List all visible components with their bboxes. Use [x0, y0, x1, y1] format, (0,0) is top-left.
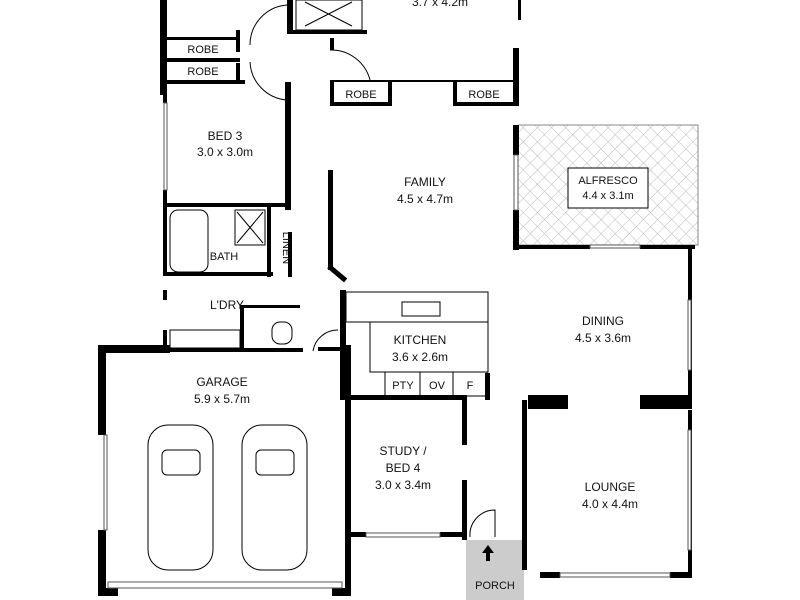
- dining-size: 4.5 x 3.6m: [575, 331, 631, 345]
- bed3-name: BED 3: [208, 129, 243, 143]
- robe-label: ROBE: [468, 89, 499, 101]
- garage-size: 5.9 x 5.7m: [194, 392, 250, 406]
- lounge-name: LOUNGE: [585, 480, 636, 494]
- pantry-label: PTY: [392, 380, 414, 392]
- family-size: 4.5 x 4.7m: [397, 192, 453, 206]
- kitchen-name: KITCHEN: [394, 333, 447, 347]
- robe-label: ROBE: [345, 89, 376, 101]
- bed3-size: 3.0 x 3.0m: [197, 145, 253, 159]
- lounge-size: 4.0 x 4.4m: [582, 497, 638, 511]
- robe-label: ROBE: [187, 66, 218, 78]
- fixtures: [103, 0, 692, 589]
- entry-arrow-icon: [482, 545, 494, 561]
- alfresco-size: 4.4 x 3.1m: [582, 190, 633, 202]
- laundry-label: L'DRY: [210, 298, 244, 312]
- porch-area: [466, 540, 524, 600]
- oven-label: OV: [429, 380, 446, 392]
- garage-name: GARAGE: [196, 375, 247, 389]
- kitchen-size: 3.6 x 2.6m: [392, 350, 448, 364]
- bath-label: BATH: [210, 251, 239, 263]
- linen-label: LINEN: [280, 232, 292, 264]
- study-name-2: BED 4: [386, 461, 421, 475]
- family-name: FAMILY: [404, 175, 446, 189]
- alfresco-name: ALFRESCO: [578, 175, 638, 187]
- study-name: STUDY /: [379, 444, 427, 458]
- master-size: 3.7 x 4.2m: [412, 0, 468, 9]
- fridge-label: F: [467, 380, 474, 392]
- dining-name: DINING: [582, 314, 624, 328]
- study-size: 3.0 x 3.4m: [375, 478, 431, 492]
- robe-label: ROBE: [187, 44, 218, 56]
- room-labels: 3.7 x 4.2m ROBE ROBE ROBE ROBE BED 3 3.0…: [187, 0, 638, 592]
- porch-label: PORCH: [475, 580, 515, 592]
